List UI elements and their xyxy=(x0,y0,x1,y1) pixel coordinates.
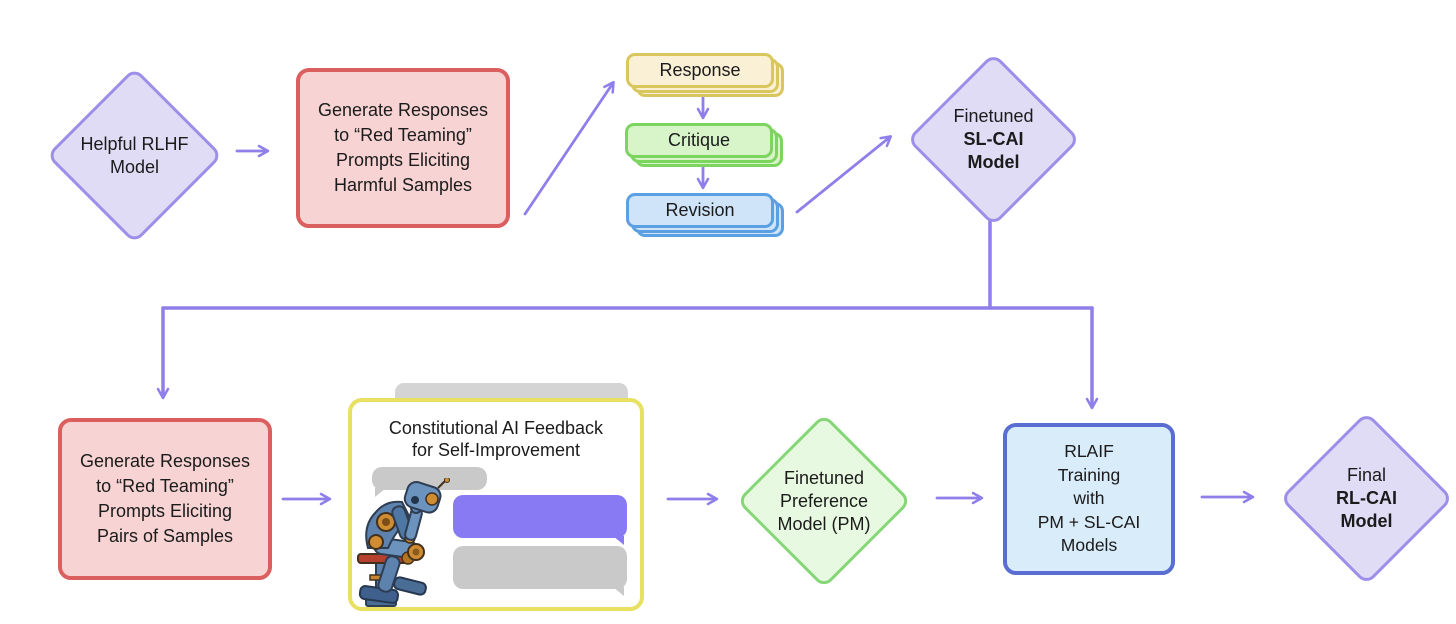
background-bubble-peek xyxy=(395,383,628,401)
diamond-helpful-rlhf-label: Helpful RLHF Model xyxy=(75,96,194,215)
final-line3: Model xyxy=(1340,511,1393,531)
rlaif-text: RLAIF Training with PM + SL-CAI Models xyxy=(1037,441,1141,556)
pm-line3: Model (PM) xyxy=(777,513,871,534)
cai-feedback-title: Constitutional AI Feedback for Self-Impr… xyxy=(388,418,604,460)
helpful-rlhf-line1: Helpful RLHF xyxy=(80,133,189,154)
pm-line1: Finetuned xyxy=(783,467,865,488)
box-cai-feedback: Constitutional AI Feedback for Self-Impr… xyxy=(348,398,644,611)
robot-thinker-illustration xyxy=(357,478,450,607)
pm-line2: Preference xyxy=(779,490,869,511)
card-stack-revision: Revision xyxy=(626,193,786,238)
generate-harmful-text: Generate Responses to “Red Teaming” Prom… xyxy=(317,100,489,195)
revision-card: Revision xyxy=(626,193,774,228)
diamond-sl-cai-label: Finetuned SL-CAI Model xyxy=(935,81,1052,198)
final-line1: Final xyxy=(1346,465,1386,485)
sl-cai-line2: SL-CAI xyxy=(963,129,1024,149)
diamond-final-label: Final RL-CAI Model xyxy=(1308,440,1425,557)
box-generate-pairs-of-samples: Generate Responses to “Red Teaming” Prom… xyxy=(58,418,272,580)
final-line2: RL-CAI xyxy=(1336,488,1397,508)
response-card-label: Response xyxy=(659,60,741,80)
card-stack-critique: Critique xyxy=(625,123,785,168)
response-card: Response xyxy=(626,53,774,88)
critique-card-label: Critique xyxy=(667,130,731,150)
arrow-revision-to-slcai xyxy=(795,135,893,214)
box-rlaif-training: RLAIF Training with PM + SL-CAI Models xyxy=(1003,423,1175,575)
diamond-preference-label: Finetuned Preference Model (PM) xyxy=(765,442,883,560)
chat-bubble-feedback xyxy=(453,495,627,545)
chat-bubble-revision xyxy=(453,546,627,596)
arrow-generate-harmful-to-response xyxy=(523,80,615,216)
critique-card: Critique xyxy=(625,123,773,158)
box-generate-harmful-samples: Generate Responses to “Red Teaming” Prom… xyxy=(296,68,510,228)
card-stack-response: Response xyxy=(626,53,786,98)
sl-cai-line1: Finetuned xyxy=(953,106,1034,126)
chat-bubble-prompt xyxy=(372,467,487,497)
sl-cai-line3: Model xyxy=(967,152,1020,172)
generate-pairs-text: Generate Responses to “Red Teaming” Prom… xyxy=(79,451,251,546)
helpful-rlhf-line2: Model xyxy=(109,156,160,177)
revision-card-label: Revision xyxy=(665,200,735,220)
